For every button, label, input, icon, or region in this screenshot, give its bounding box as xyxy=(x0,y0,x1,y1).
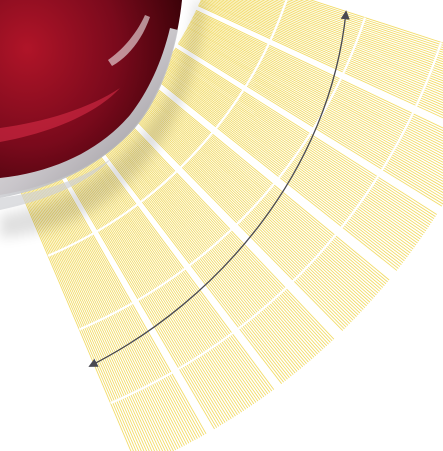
beam-line xyxy=(145,89,380,292)
car-front xyxy=(0,0,182,210)
beam-line xyxy=(146,88,381,290)
